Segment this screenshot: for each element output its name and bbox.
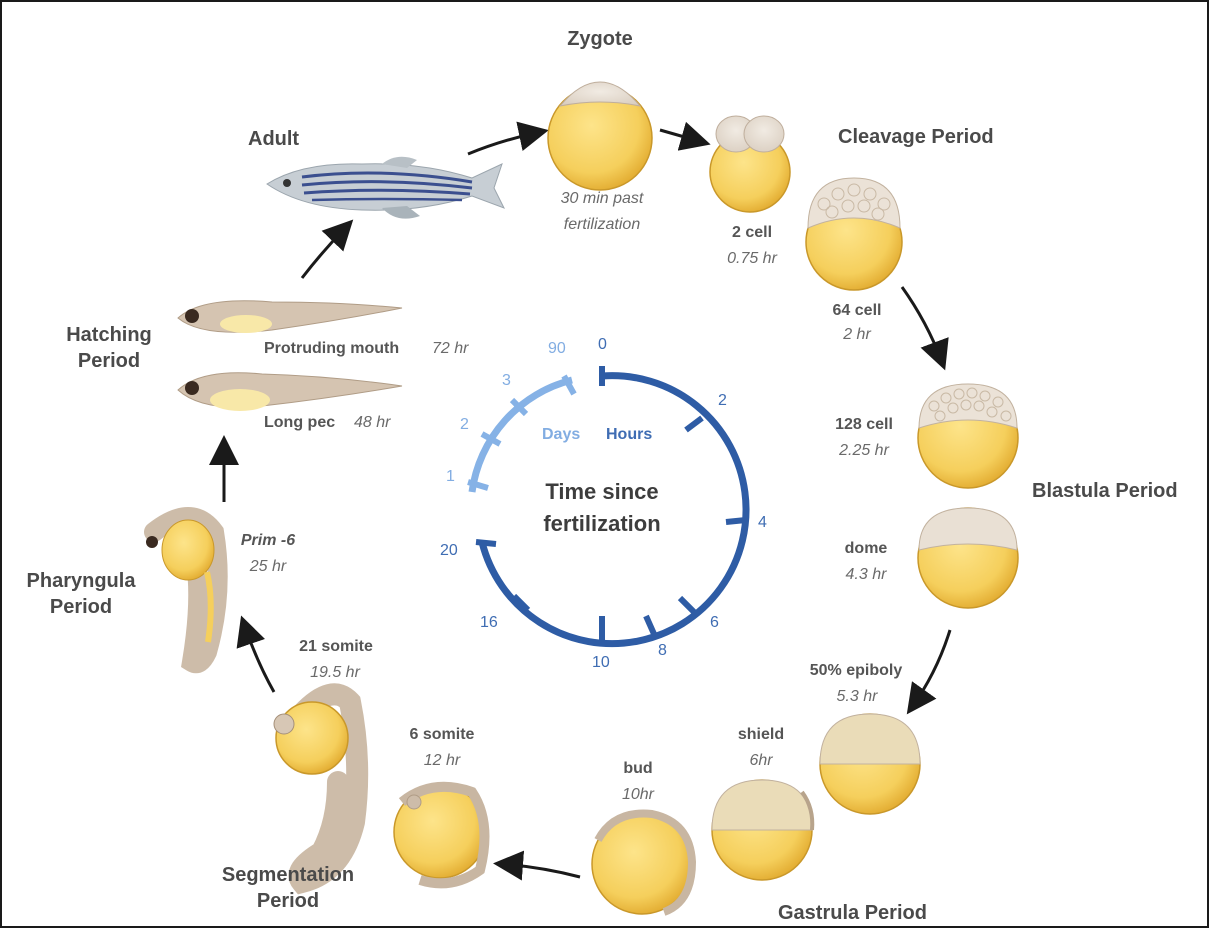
period-title-zygote: Zygote <box>550 26 650 52</box>
stage-name-6-somite: 6 somite <box>394 726 490 744</box>
stage-name-dome: dome <box>834 540 898 558</box>
cell-64-illustration <box>806 178 902 290</box>
pharyngula-illustration <box>146 517 218 663</box>
stage-time-128-cell: 2.25 hr <box>824 442 904 460</box>
clock-title-line1: Time since <box>512 478 692 506</box>
arrow-zygote-to-2cell <box>660 130 702 142</box>
stage-name-bud: bud <box>608 760 668 778</box>
period-title-pharyngula-line1: Pharyngula <box>16 568 146 594</box>
somite-21-illustration <box>274 694 357 882</box>
protruding-mouth-larva-illustration <box>178 301 402 333</box>
period-title-cleavage: Cleavage Period <box>838 124 994 150</box>
two-cell-illustration <box>710 116 790 212</box>
period-title-pharyngula-line2: Period <box>16 594 146 620</box>
clock-title-line2: fertilization <box>512 510 692 538</box>
stage-name-64-cell: 64 cell <box>820 302 894 320</box>
stage-time-64-cell: 2 hr <box>820 326 894 344</box>
stage-name-50-epiboly: 50% epiboly <box>798 662 914 680</box>
period-title-segmentation-line1: Segmentation <box>208 862 368 888</box>
shield-illustration <box>712 780 812 880</box>
period-title-gastrula: Gastrula Period <box>778 900 927 926</box>
stage-name-protruding-mouth: Protruding mouth <box>264 340 399 358</box>
zygote-time-line2: fertilization <box>540 216 664 234</box>
dome-illustration <box>918 508 1018 608</box>
arrow-dome-to-epiboly <box>912 630 950 707</box>
period-title-segmentation-line2: Period <box>208 888 368 914</box>
stage-name-shield: shield <box>728 726 794 744</box>
hour-tick-label: 2 <box>718 392 727 410</box>
arrow-segmentation-to-pharyngula <box>244 624 274 692</box>
day-tick-label: 90 <box>548 340 566 358</box>
stage-time-dome: 4.3 hr <box>834 566 898 584</box>
stage-name-prim-6: Prim -6 <box>228 532 308 550</box>
day-tick-label: 1 <box>446 468 455 486</box>
stage-name-21-somite: 21 somite <box>278 638 394 656</box>
hour-tick-label: 20 <box>440 542 458 560</box>
stage-time-long-pec: 48 hr <box>354 414 390 432</box>
hour-tick-label: 10 <box>592 654 610 672</box>
stage-time-protruding-mouth: 72 hr <box>432 340 468 358</box>
days-label: Days <box>542 426 580 444</box>
cell-128-illustration <box>918 384 1018 488</box>
hour-tick-label: 4 <box>758 514 767 532</box>
bud-illustration <box>592 814 692 914</box>
hour-tick-label: 6 <box>710 614 719 632</box>
zygote-time-line1: 30 min past <box>540 190 664 208</box>
period-title-hatching-line2: Period <box>54 348 164 374</box>
period-title-adult: Adult <box>248 126 299 152</box>
zygote-illustration <box>548 82 652 190</box>
stage-time-bud: 10hr <box>608 786 668 804</box>
day-tick-label: 3 <box>502 372 511 390</box>
day-tick-label: 2 <box>460 416 469 434</box>
arrow-adult-to-zygote <box>468 132 540 154</box>
period-title-hatching-line1: Hatching <box>54 322 164 348</box>
arrow-bud-to-6somite <box>502 864 580 877</box>
stage-name-128-cell: 128 cell <box>824 416 904 434</box>
stage-time-21-somite: 19.5 hr <box>292 664 378 682</box>
stage-time-shield: 6hr <box>728 752 794 770</box>
hours-label: Hours <box>606 426 652 444</box>
hour-tick-label: 0 <box>598 336 607 354</box>
stage-name-long-pec: Long pec <box>264 414 335 432</box>
adult-fish-illustration <box>267 157 504 219</box>
arrow-hatching-to-adult <box>302 226 347 278</box>
hour-tick-label: 16 <box>480 614 498 632</box>
stage-time-2-cell: 0.75 hr <box>714 250 790 268</box>
stage-time-prim-6: 25 hr <box>238 558 298 576</box>
long-pec-larva-illustration <box>178 373 402 411</box>
arrow-64cell-to-128cell <box>902 287 942 362</box>
hour-tick-label: 8 <box>658 642 667 660</box>
stage-time-50-epiboly: 5.3 hr <box>822 688 892 706</box>
stage-name-2-cell: 2 cell <box>720 224 784 242</box>
epiboly-illustration <box>820 714 920 814</box>
stage-time-6-somite: 12 hr <box>404 752 480 770</box>
period-title-blastula: Blastula Period <box>1032 478 1178 504</box>
somite-6-illustration <box>394 786 486 883</box>
